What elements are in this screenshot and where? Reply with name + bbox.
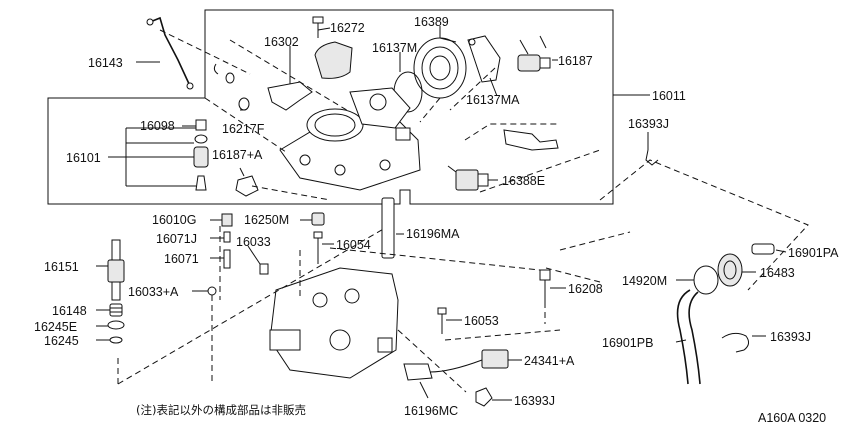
label-16196mc: 16196MC <box>404 404 458 418</box>
screw-16053-shape <box>437 307 447 334</box>
label-16388e: 16388E <box>502 174 545 188</box>
label-16137m: 16137M <box>372 41 417 55</box>
washer-16217f-shape <box>213 63 250 111</box>
label-16148: 16148 <box>52 304 87 318</box>
label-16071j: 16071J <box>156 232 197 246</box>
label-16250m: 16250M <box>244 213 289 227</box>
switch-16187-shape <box>517 35 551 72</box>
rod-16143-shape <box>146 16 194 90</box>
label-16033a: 16033+A <box>128 285 179 299</box>
cap-16250m-shape <box>311 212 325 226</box>
canister-14920m-shape <box>693 253 743 295</box>
label-16011: 16011 <box>652 89 686 103</box>
diagram-code: A160A 0320 <box>758 411 826 425</box>
screw-16033-shape <box>259 263 269 275</box>
leader-lines <box>96 26 787 401</box>
label-16208: 16208 <box>568 282 603 296</box>
washer-16245e-shape <box>107 320 125 330</box>
label-16272: 16272 <box>330 21 365 35</box>
label-24341a: 24341+A <box>524 354 575 368</box>
clip-16187a-shape <box>235 175 259 197</box>
jets-shapes <box>207 213 233 296</box>
label-16187a: 16187+A <box>212 148 263 162</box>
label-16217f: 16217F <box>222 122 265 136</box>
label-16901pa: 16901PA <box>788 246 839 260</box>
label-16393j-top: 16393J <box>628 117 669 131</box>
label-16245: 16245 <box>44 334 79 348</box>
label-16053: 16053 <box>464 314 499 328</box>
label-16033: 16033 <box>236 235 271 249</box>
label-16187: 16187 <box>558 54 593 68</box>
bracket-16302-shape <box>267 81 313 111</box>
hose-16901pb-shape <box>676 289 691 385</box>
rod-16196ma-shape <box>381 197 395 259</box>
label-16010g: 16010G <box>152 213 196 227</box>
label-16196ma: 16196MA <box>406 227 460 241</box>
clip-16393j-top-shape <box>645 149 659 166</box>
label-16151: 16151 <box>44 260 79 274</box>
washer-16245-shape <box>109 336 123 344</box>
clip-16393j-bottom-shape <box>475 387 493 407</box>
bracket-16137ma-shape <box>467 35 501 83</box>
carburetor-body-shape <box>269 267 399 379</box>
connector-upper-shape <box>503 129 559 151</box>
cover-16272-shape <box>314 41 353 79</box>
assembly-frame <box>47 9 614 205</box>
label-16393j-right: 16393J <box>770 330 811 344</box>
screw-16054-shape <box>313 231 323 264</box>
label-16901pb: 16901PB <box>602 336 653 350</box>
label-16302: 16302 <box>264 35 299 49</box>
label-16245e: 16245E <box>34 320 77 334</box>
screw-16208-shape <box>539 269 551 308</box>
hose-16901pa-shape <box>751 243 775 255</box>
label-14920m: 14920M <box>622 274 667 288</box>
label-16101: 16101 <box>66 151 101 165</box>
label-16071: 16071 <box>164 252 199 266</box>
clip-16393j-right-shape <box>721 332 750 353</box>
label-16137ma: 16137MA <box>466 93 520 107</box>
guide-lines-upper <box>159 29 601 205</box>
sensor-16388e-shape <box>447 165 489 191</box>
guide-lines-lower <box>117 159 809 393</box>
connector-24341a-shape <box>403 349 509 381</box>
screw-16272-shape <box>312 16 324 38</box>
label-16393j-bottom: 16393J <box>514 394 555 408</box>
label-16389: 16389 <box>414 15 449 29</box>
spring-16148-shape <box>109 303 123 317</box>
footnote: (注)表記以外の構成部品は非販売 <box>136 403 306 417</box>
parts-16101-shapes <box>193 119 209 191</box>
label-16143: 16143 <box>88 56 123 70</box>
carburetor-top-shape <box>279 87 421 191</box>
label-16054: 16054 <box>336 238 371 252</box>
label-16098: 16098 <box>140 119 175 133</box>
label-16483: 16483 <box>760 266 795 280</box>
valve-16151-shape <box>107 239 125 301</box>
